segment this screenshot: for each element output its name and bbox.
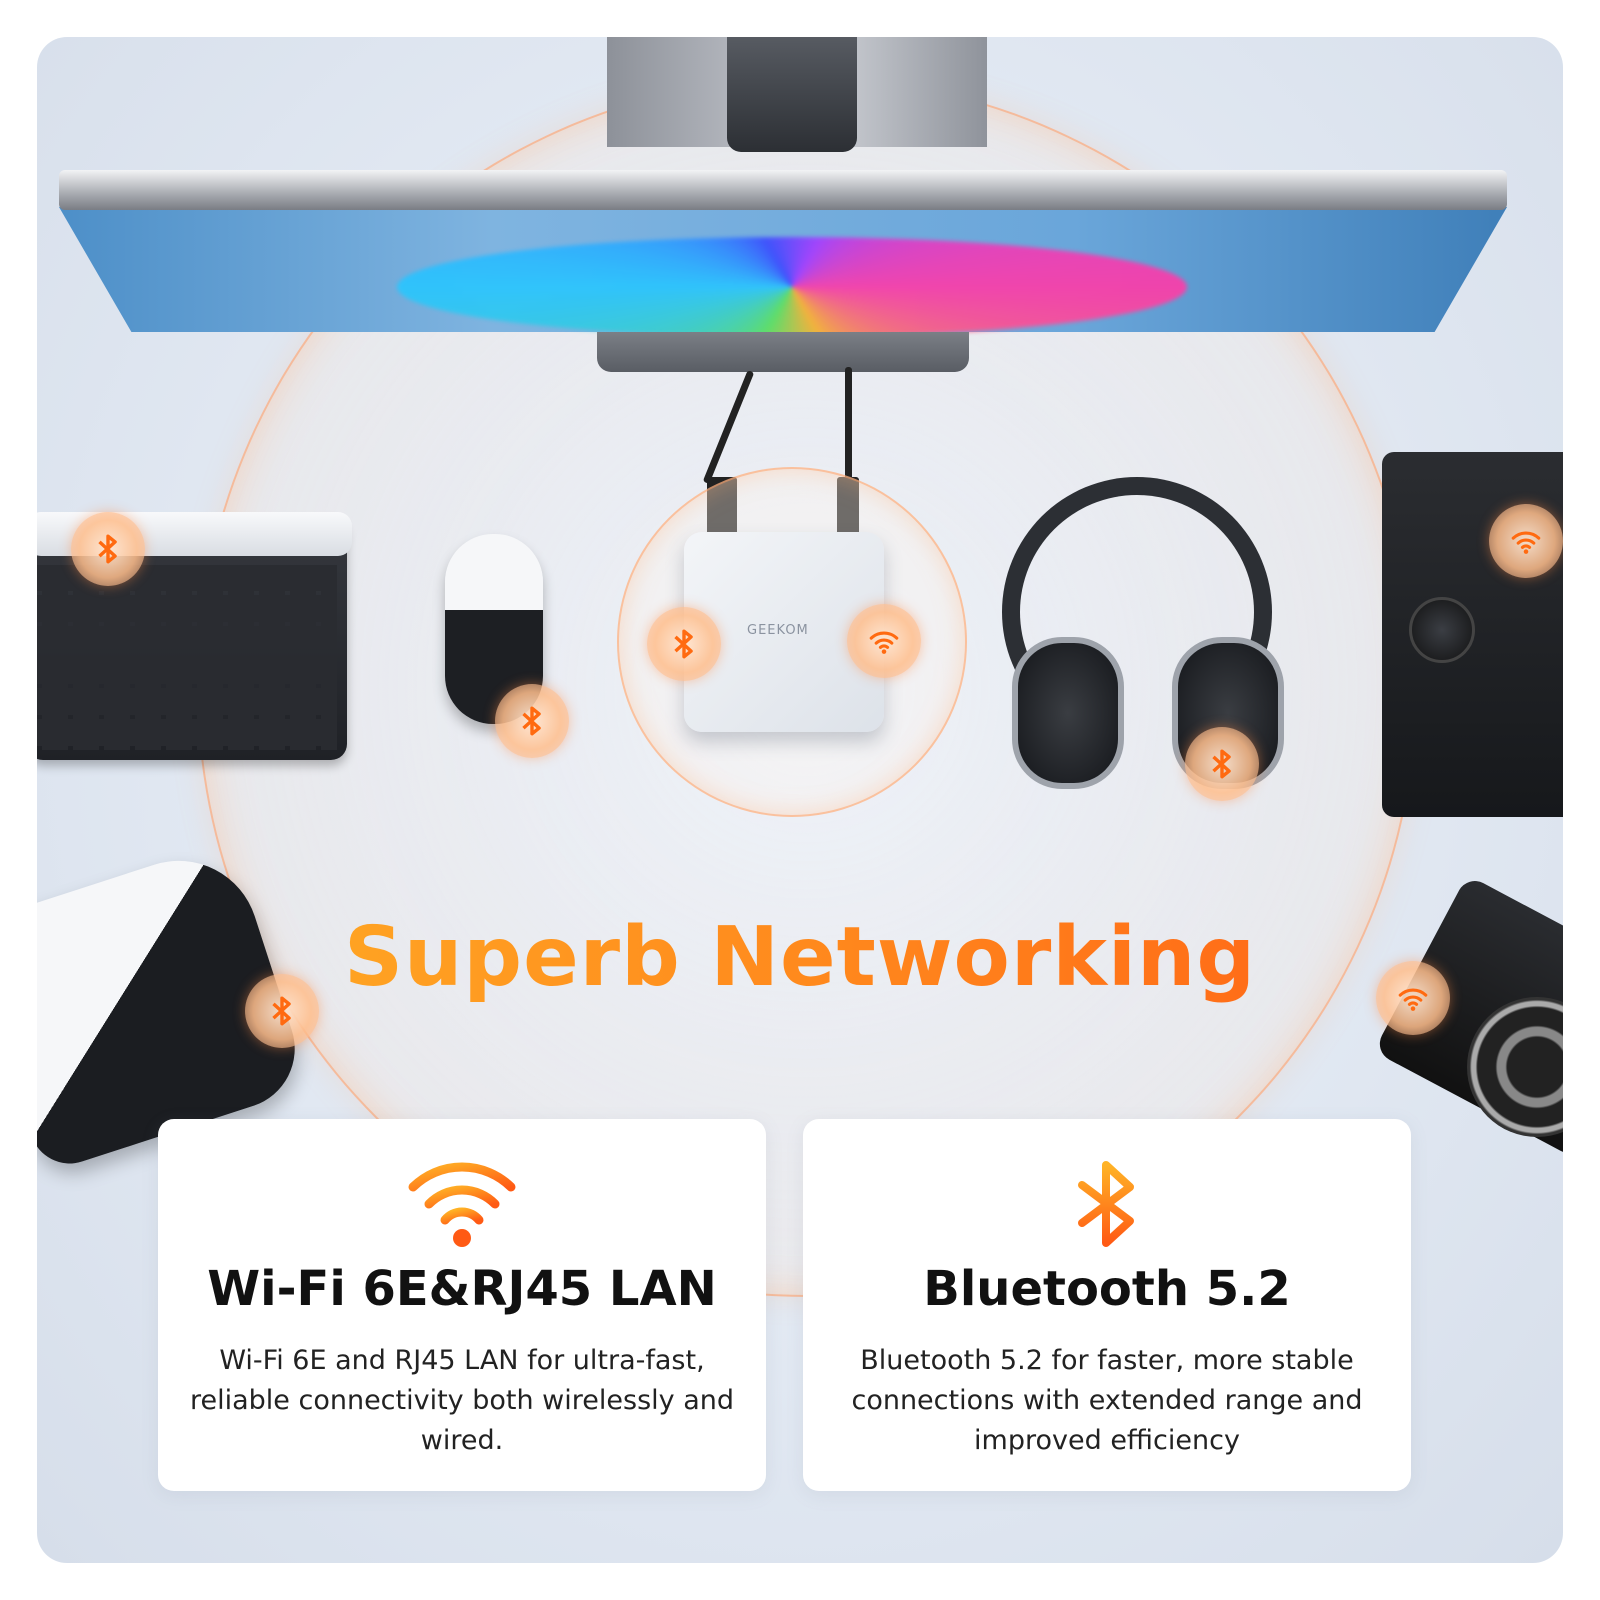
mini-pc-wifi-badge xyxy=(847,604,921,678)
mini-pc-logo: GEEKOM xyxy=(747,623,809,638)
bluetooth-icon xyxy=(272,996,291,1026)
keyboard-bluetooth-badge xyxy=(71,512,145,586)
wifi-icon xyxy=(869,631,899,654)
gamepad-bluetooth-badge xyxy=(245,974,319,1048)
product-banner: GEEKOM xyxy=(37,37,1563,1563)
wifi-card-description: Wi-Fi 6E and RJ45 LAN for ultra-fast, re… xyxy=(189,1345,734,1456)
camera-wifi-badge xyxy=(1376,961,1450,1035)
wifi-icon xyxy=(1398,988,1428,1011)
bluetooth-icon xyxy=(98,534,117,564)
bluetooth-icon xyxy=(1078,1161,1134,1247)
wifi-card-title: Wi-Fi 6E&RJ45 LAN xyxy=(207,1261,717,1317)
drawing-tablet-wifi-badge xyxy=(1489,504,1563,578)
mini-pc-bluetooth-badge xyxy=(647,607,721,681)
bluetooth-card-icon-wrap xyxy=(803,1159,1411,1249)
bluetooth-icon xyxy=(674,629,693,659)
power-cable xyxy=(845,367,852,487)
bluetooth-icon xyxy=(1212,749,1231,779)
wallpaper-art xyxy=(397,237,1187,337)
bluetooth-feature-card: Bluetooth 5.2 Bluetooth 5.2 for faster, … xyxy=(803,1119,1411,1491)
headphones-bluetooth-badge xyxy=(1185,727,1259,801)
wifi-icon xyxy=(1511,531,1541,554)
bluetooth-card-title: Bluetooth 5.2 xyxy=(923,1261,1291,1317)
monitor-bezel xyxy=(59,170,1507,210)
monitor-base xyxy=(597,332,969,372)
wifi-icon xyxy=(408,1162,516,1247)
wifi-feature-card: Wi-Fi 6E&RJ45 LAN Wi-Fi 6E and RJ45 LAN … xyxy=(158,1119,766,1491)
bluetooth-card-description: Bluetooth 5.2 for faster, more stable co… xyxy=(851,1345,1363,1456)
headphones-left-cup xyxy=(1012,637,1124,789)
keyboard-keys xyxy=(37,565,337,750)
bluetooth-icon xyxy=(522,706,541,736)
wifi-card-icon-wrap xyxy=(158,1159,766,1249)
headline: Superb Networking xyxy=(37,910,1563,1005)
mouse-bluetooth-badge xyxy=(495,684,569,758)
drawing-tablet-dial xyxy=(1409,597,1475,663)
monitor-stand-joint xyxy=(727,37,857,152)
